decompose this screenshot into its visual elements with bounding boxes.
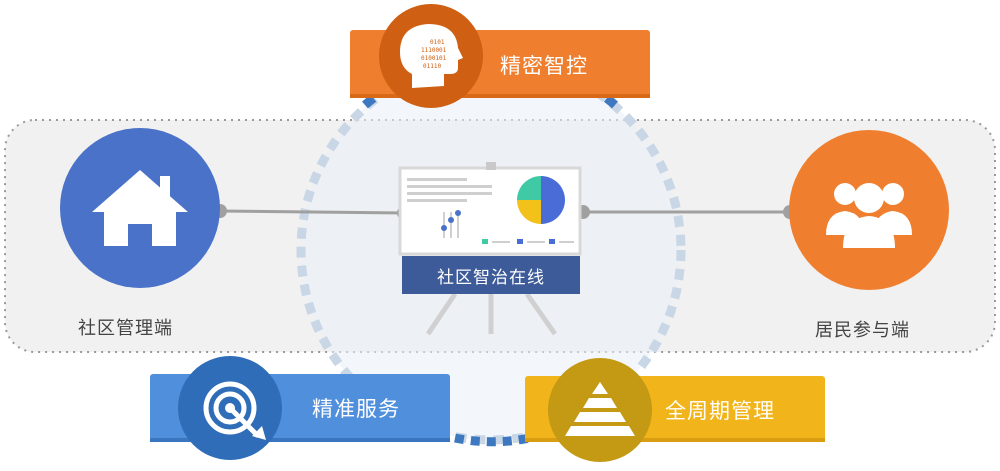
lifecycle-icon-circle <box>548 358 652 462</box>
presentation-board <box>398 162 582 336</box>
lifecycle-label: 全周期管理 <box>665 399 775 423</box>
precise-service-label: 精准服务 <box>312 397 400 421</box>
center-title-banner: 社区智治在线 <box>402 256 580 294</box>
svg-text:01110: 01110 <box>423 63 441 70</box>
svg-text:0100101: 0100101 <box>421 55 447 62</box>
precise-control-label: 精密智控 <box>500 54 588 78</box>
svg-text:0101: 0101 <box>430 39 445 46</box>
brain-head-icon: 0101 1110001 0100101 01110 <box>400 24 463 88</box>
left-connector <box>219 209 405 215</box>
ring-highlight-bottom <box>454 433 531 447</box>
house-icon <box>92 170 188 246</box>
people-icon <box>826 183 912 248</box>
community-admin-label: 社区管理端 <box>78 318 173 339</box>
pyramid-icon <box>565 382 635 436</box>
target-icon <box>203 381 266 440</box>
resident-label: 居民参与端 <box>815 320 910 341</box>
svg-text:1110001: 1110001 <box>421 47 447 54</box>
center-title: 社区智治在线 <box>437 267 545 288</box>
